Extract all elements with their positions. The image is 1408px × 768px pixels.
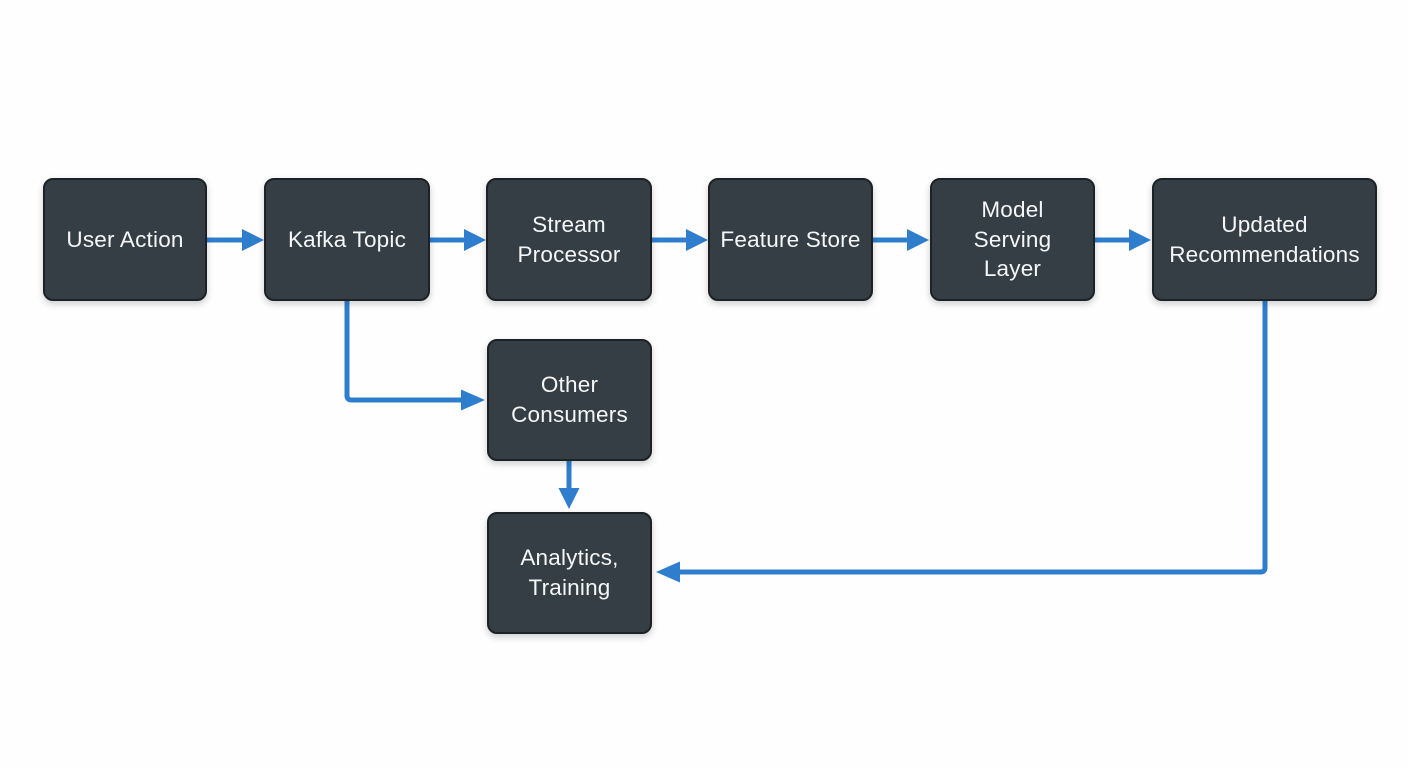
edge-feature-store-to-model-serving-layer (873, 229, 929, 251)
node-other-consumers: Other Consumers (487, 339, 652, 461)
node-stream-processor: Stream Processor (486, 178, 652, 301)
node-analytics-training: Analytics, Training (487, 512, 652, 634)
node-updated-recommendations: Updated Recommendations (1152, 178, 1377, 301)
node-model-serving-layer: Model Serving Layer (930, 178, 1095, 301)
edge-kafka-topic-to-stream-processor (430, 229, 486, 251)
edge-updated-recommendations-to-analytics-training (656, 301, 1268, 583)
node-feature-store: Feature Store (708, 178, 873, 301)
node-updated-recommendations-label: Updated Recommendations (1169, 211, 1360, 267)
edge-model-serving-layer-to-updated-recommendations (1095, 229, 1151, 251)
node-model-serving-layer-label: Model Serving Layer (973, 196, 1052, 282)
edge-stream-processor-to-feature-store (652, 229, 708, 251)
node-kafka-topic: Kafka Topic (264, 178, 430, 301)
node-user-action: User Action (43, 178, 207, 301)
node-kafka-topic-label: Kafka Topic (287, 226, 407, 252)
node-other-consumers-label: Other Consumers (511, 372, 628, 427)
node-feature-store-label: Feature Store (720, 226, 861, 252)
edge-other-consumers-to-analytics-training (558, 461, 580, 509)
node-analytics-training-label: Analytics, Training (520, 545, 619, 600)
edge-kafka-topic-to-other-consumers (344, 301, 485, 411)
node-user-action-label: User Action (66, 226, 184, 252)
edge-user-action-to-kafka-topic (207, 229, 264, 251)
node-stream-processor-label: Stream Processor (517, 211, 621, 267)
